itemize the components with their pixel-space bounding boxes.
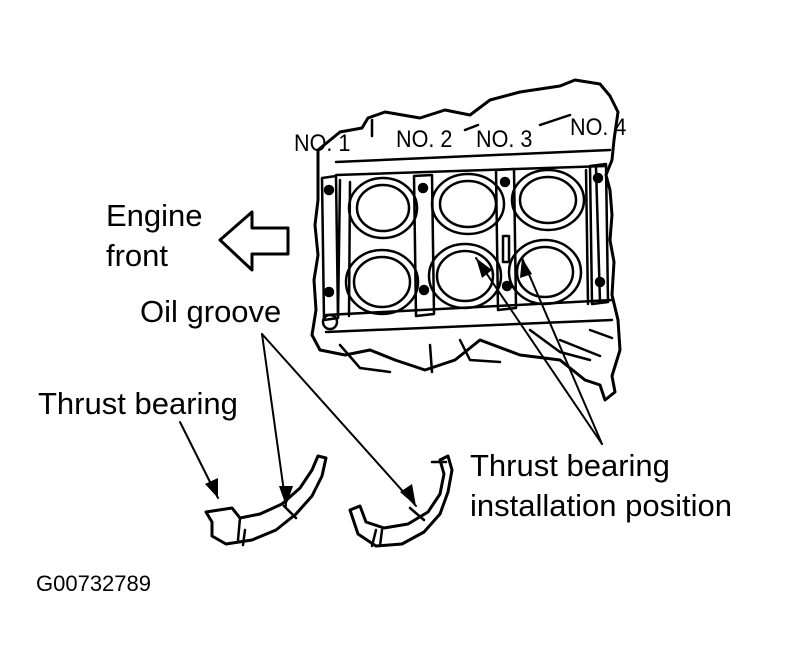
engine-front-label-line1: Engine	[106, 198, 203, 233]
install-position-label-line2: installation position	[470, 488, 732, 523]
engine-front-arrow-icon	[220, 212, 288, 270]
thrust-bearing-left	[206, 456, 326, 545]
figure-code: G00732789	[36, 571, 151, 596]
cylinder-label-4: NO. 4	[570, 114, 627, 141]
engine-front-label-line2: front	[106, 238, 169, 273]
bearing-caps	[322, 164, 608, 329]
install-position-leaders	[476, 258, 602, 444]
cylinder-label-2: NO. 2	[396, 126, 453, 153]
thrust-bearing-right	[350, 456, 452, 546]
oil-groove-label: Oil groove	[140, 294, 282, 329]
crankcase-detail	[340, 330, 612, 372]
cylinder-label-1: NO. 1	[294, 130, 351, 157]
thrust-bearing-leader	[180, 422, 218, 498]
thrust-bearing-label: Thrust bearing	[38, 386, 238, 421]
cylinder-bores	[346, 170, 584, 314]
install-position-label-line1: Thrust bearing	[470, 448, 670, 483]
cylinder-leaders	[372, 115, 570, 136]
oil-groove-leaders	[262, 334, 416, 506]
cylinder-label-3: NO. 3	[476, 126, 533, 153]
